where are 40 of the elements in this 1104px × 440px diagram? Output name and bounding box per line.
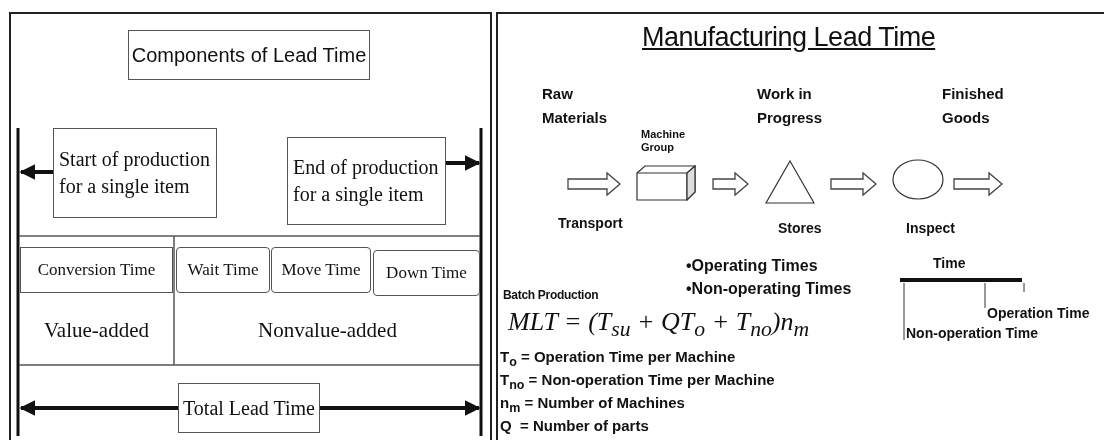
stage-label: Work in Progress	[757, 84, 824, 128]
block-arrow	[712, 171, 749, 197]
arrow	[320, 400, 481, 416]
edge-label: Transport	[558, 215, 623, 232]
node-caption: Inspect	[906, 220, 955, 237]
definition: n$_{m}$ = Number of Machines	[500, 394, 685, 416]
arrow	[446, 155, 481, 171]
bullet-item: •Non-operating Times	[686, 280, 852, 299]
category-label: Nonvalue-added	[175, 296, 480, 364]
node-caption: Stores	[778, 220, 822, 237]
arrow	[19, 400, 178, 416]
bracket-label: Operation Time	[987, 305, 1090, 322]
block-arrow	[953, 171, 1003, 197]
block-arrow	[567, 171, 621, 197]
time-category: Move Time	[271, 247, 371, 293]
time-category: Wait Time	[176, 247, 270, 293]
time-category: Down Time	[373, 250, 480, 296]
arrow	[19, 164, 53, 180]
node-caption: Machine Group	[641, 128, 686, 154]
definition: T$_{o}$ = Operation Time per Machine	[500, 348, 736, 370]
definition: Q = Number of parts	[500, 417, 649, 435]
bullet-item: •Operating Times	[686, 257, 818, 276]
formula: MLT = (T$_{su}$ + QT$_{o}$ + T$_{no}$)n$_{m}$	[508, 307, 810, 343]
title: Manufacturing Lead Time	[642, 22, 936, 54]
triangle-icon	[765, 160, 815, 204]
end-note-box: End of production for a single item	[287, 137, 446, 225]
axis-label: Time	[933, 255, 966, 272]
start-note-box: Start of production for a single item	[53, 128, 217, 218]
category-label: Value-added	[20, 296, 173, 364]
block-arrow	[830, 171, 877, 197]
total-box: Total Lead Time	[178, 383, 320, 433]
bracket-label: Non-operation Time	[906, 325, 1038, 342]
stage-label: Finished Goods	[942, 84, 1005, 128]
time-category: Conversion Time	[20, 247, 173, 293]
definition: T$_{no}$ = Non-operation Time per Machine	[500, 371, 775, 393]
ellipse-icon	[892, 159, 944, 200]
machine-block-icon	[636, 165, 696, 201]
heading-box: Components of Lead Time	[128, 30, 370, 80]
section-label: Batch Production	[503, 289, 599, 303]
stage-label: Raw Materials	[542, 84, 609, 128]
